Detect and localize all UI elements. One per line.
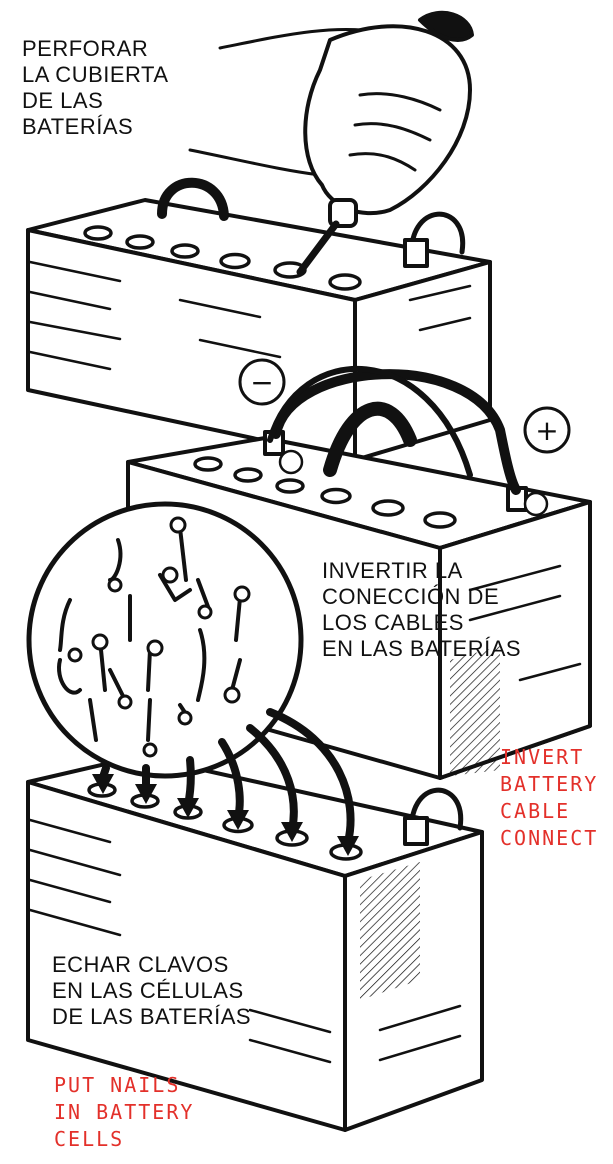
label-invertir: INVERTIR LA CONECCIÓN DE LOS CABLES EN L… bbox=[322, 558, 522, 661]
translation-nails: PUT NAILS IN BATTERY CELLS bbox=[54, 1073, 195, 1151]
plus-post-symbol bbox=[278, 449, 304, 475]
label-perforar: PERFORAR LA CUBIERTA DE LAS BATERÍAS bbox=[22, 36, 169, 139]
nails-magnified-circle bbox=[26, 501, 304, 779]
plus-glyph: + bbox=[535, 414, 558, 447]
label-echar: ECHAR CLAVOS EN LAS CÉLULAS DE LAS BATER… bbox=[52, 952, 252, 1029]
minus-post-symbol bbox=[523, 491, 549, 517]
minus-glyph: − bbox=[250, 366, 273, 399]
plus-terminal-symbol bbox=[523, 406, 571, 454]
bottom-battery bbox=[26, 754, 484, 1132]
translation-invert: INVERT BATTERY CABLE CONNECT bbox=[500, 745, 599, 850]
minus-terminal-symbol bbox=[238, 358, 286, 406]
top-battery bbox=[26, 177, 492, 462]
hand-with-screwdriver bbox=[188, 10, 474, 276]
